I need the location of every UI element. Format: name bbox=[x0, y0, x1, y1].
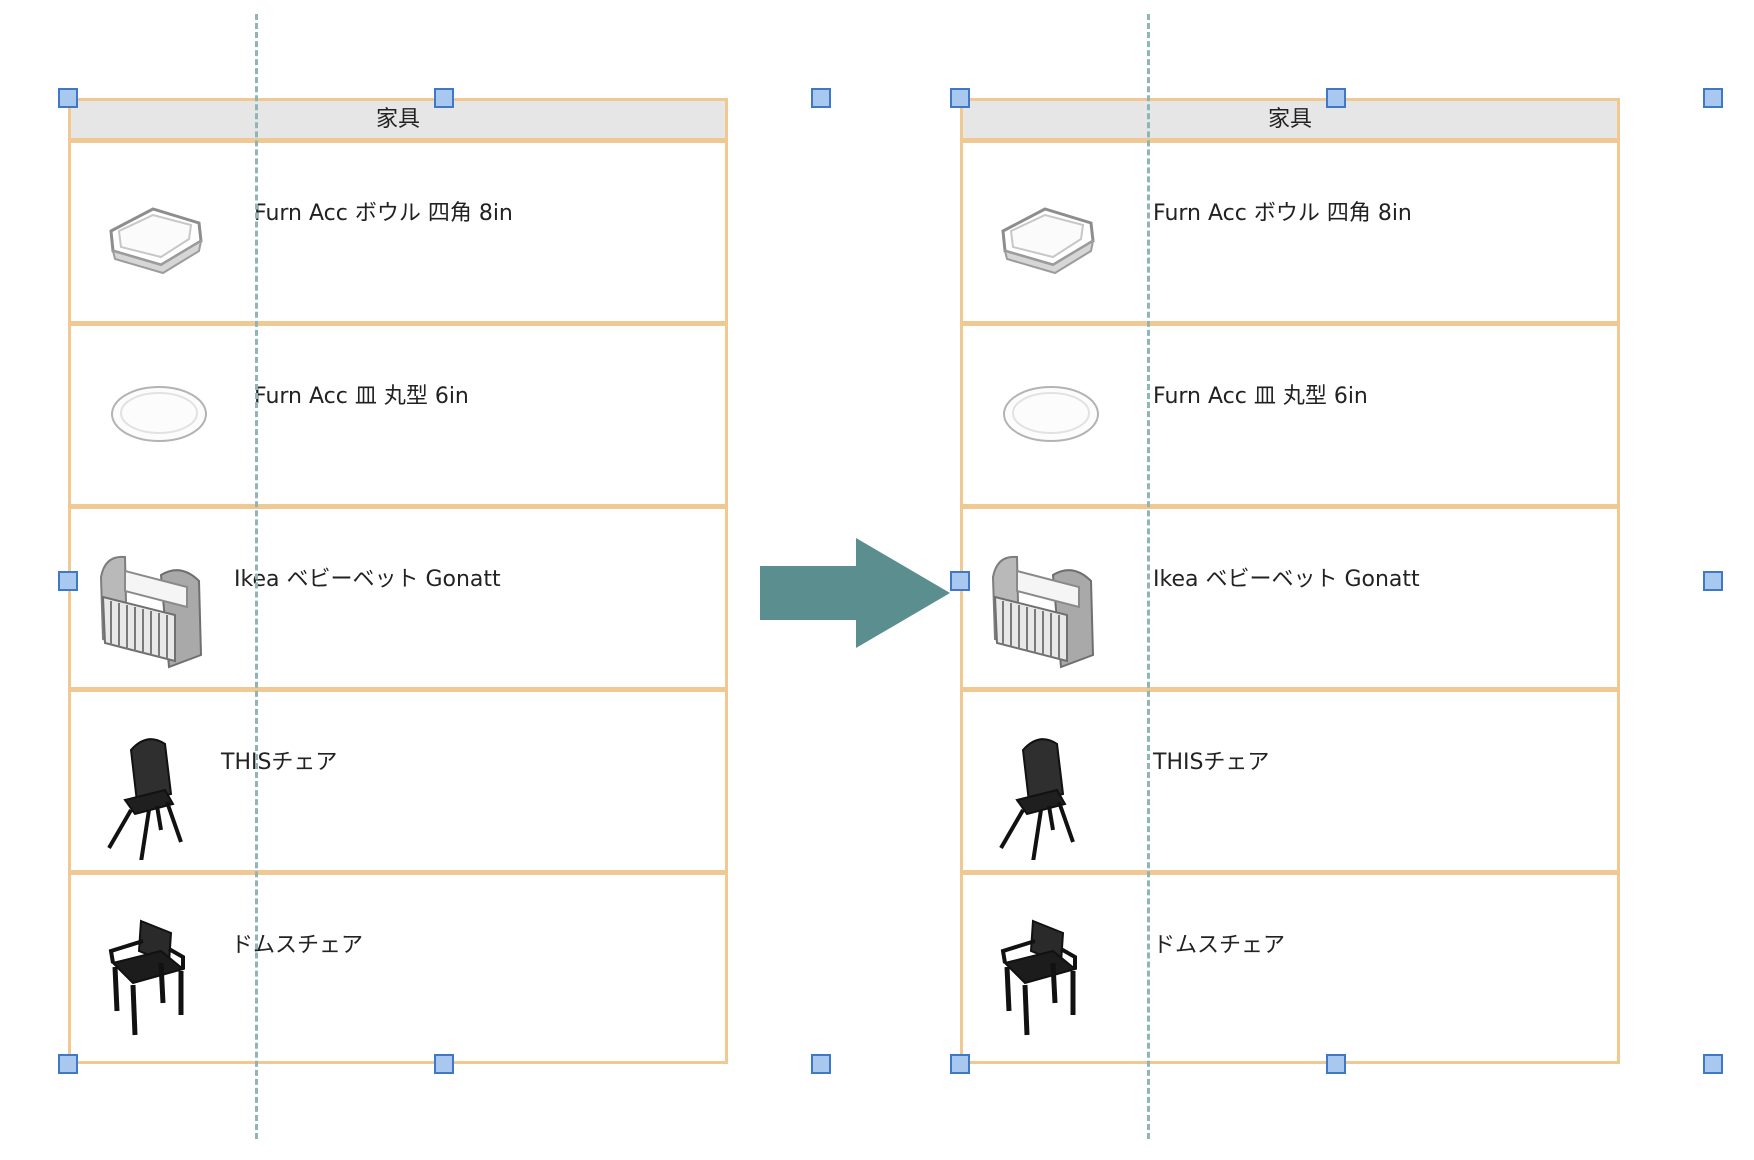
resize-handle[interactable] bbox=[1703, 571, 1723, 591]
row-label: Furn Acc 皿 丸型 6in bbox=[254, 384, 469, 409]
domus-chair-icon bbox=[983, 893, 1113, 1043]
schedule-row[interactable]: Furn Acc ボウル 四角 8in bbox=[71, 143, 725, 326]
resize-handle[interactable] bbox=[950, 1054, 970, 1074]
schedule-header: 家具 bbox=[71, 101, 725, 143]
row-label: Ikea ベビーベット Gonatt bbox=[1153, 567, 1420, 592]
schedule-row[interactable]: Furn Acc 皿 丸型 6in bbox=[71, 326, 725, 509]
row-label: Ikea ベビーベット Gonatt bbox=[234, 567, 501, 592]
resize-handle[interactable] bbox=[1703, 88, 1723, 108]
schedule-row[interactable]: Furn Acc 皿 丸型 6in bbox=[963, 326, 1617, 509]
panel-after: 家具 Furn Acc ボウル 四角 8in Furn Acc 皿 丸型 6in bbox=[892, 0, 1752, 1160]
resize-handle[interactable] bbox=[1326, 1054, 1346, 1074]
schedule-row[interactable]: THISチェア bbox=[963, 692, 1617, 875]
resize-handle[interactable] bbox=[434, 88, 454, 108]
baby-crib-icon bbox=[91, 527, 221, 677]
resize-handle[interactable] bbox=[58, 88, 78, 108]
alignment-guide-line[interactable] bbox=[1147, 14, 1150, 1139]
resize-handle[interactable] bbox=[811, 88, 831, 108]
resize-handle[interactable] bbox=[1703, 1054, 1723, 1074]
round-plate-icon bbox=[983, 344, 1113, 494]
row-label: Furn Acc ボウル 四角 8in bbox=[1153, 201, 1412, 226]
schedule-row[interactable]: Furn Acc ボウル 四角 8in bbox=[963, 143, 1617, 326]
resize-handle[interactable] bbox=[58, 571, 78, 591]
row-label: ドムスチェア bbox=[1153, 933, 1286, 958]
row-label: THISチェア bbox=[221, 750, 338, 775]
resize-handle[interactable] bbox=[950, 88, 970, 108]
row-label: ドムスチェア bbox=[231, 933, 364, 958]
row-label: Furn Acc 皿 丸型 6in bbox=[1153, 384, 1368, 409]
schedule-row[interactable]: ドムスチェア bbox=[71, 875, 725, 1058]
panel-before: 家具 Furn Acc ボウル 四角 8in Furn Acc 皿 丸型 6in bbox=[0, 0, 860, 1160]
domus-chair-icon bbox=[91, 893, 221, 1043]
this-chair-icon bbox=[91, 710, 221, 863]
resize-handle[interactable] bbox=[1326, 88, 1346, 108]
furniture-schedule[interactable]: 家具 Furn Acc ボウル 四角 8in Furn Acc 皿 丸型 6in bbox=[960, 98, 1620, 1064]
this-chair-icon bbox=[983, 710, 1113, 863]
schedule-row[interactable]: Ikea ベビーベット Gonatt bbox=[963, 509, 1617, 692]
row-label: THISチェア bbox=[1153, 750, 1270, 775]
schedule-header: 家具 bbox=[963, 101, 1617, 143]
baby-crib-icon bbox=[983, 527, 1113, 677]
square-bowl-icon bbox=[983, 161, 1113, 311]
resize-handle[interactable] bbox=[950, 571, 970, 591]
resize-handle[interactable] bbox=[434, 1054, 454, 1074]
schedule-row[interactable]: ドムスチェア bbox=[963, 875, 1617, 1058]
resize-handle[interactable] bbox=[58, 1054, 78, 1074]
round-plate-icon bbox=[91, 344, 221, 494]
schedule-row[interactable]: Ikea ベビーベット Gonatt bbox=[71, 509, 725, 692]
square-bowl-icon bbox=[91, 161, 221, 311]
row-label: Furn Acc ボウル 四角 8in bbox=[254, 201, 513, 226]
furniture-schedule[interactable]: 家具 Furn Acc ボウル 四角 8in Furn Acc 皿 丸型 6in bbox=[68, 98, 728, 1064]
schedule-row[interactable]: THISチェア bbox=[71, 692, 725, 875]
alignment-guide-line[interactable] bbox=[255, 14, 258, 1139]
resize-handle[interactable] bbox=[811, 1054, 831, 1074]
right-arrow-icon bbox=[760, 538, 950, 648]
